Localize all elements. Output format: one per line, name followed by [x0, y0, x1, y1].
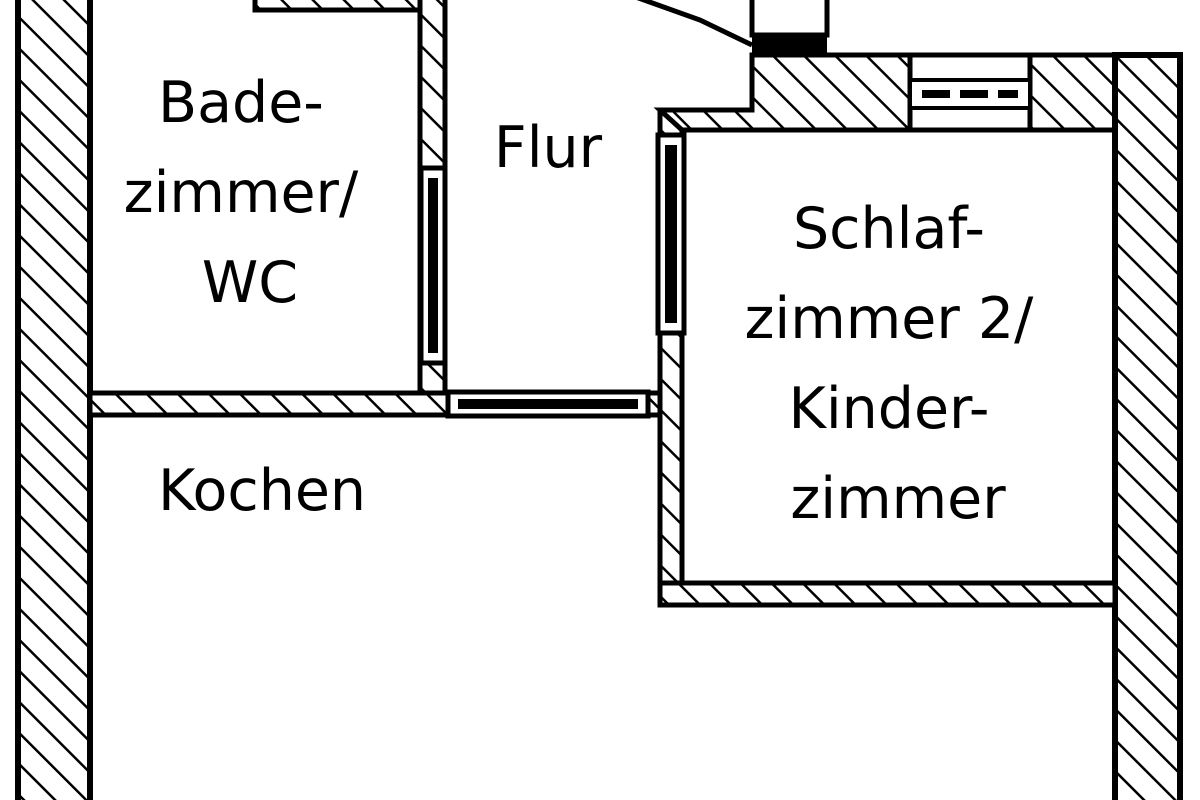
room-label-line: WC: [202, 250, 298, 316]
room-label-line: Bade-: [158, 70, 324, 136]
room-label-line: zimmer 2/: [744, 286, 1034, 352]
entrance-door-swing: [636, 0, 754, 48]
room-label-line: Flur: [494, 115, 603, 181]
room-label-line: zimmer/: [124, 160, 359, 226]
room-label-line: Kinder-: [788, 376, 989, 442]
door-bedroom: [655, 132, 687, 336]
room-label-line: Kochen: [158, 458, 366, 524]
door-kitchen: [445, 389, 651, 419]
entrance-door-threshold: [752, 35, 827, 53]
room-label-bathroom: Bade- zimmer/ WC: [124, 70, 377, 316]
exterior-wall-left: [15, 0, 93, 800]
wall-entrance-post: [749, 0, 830, 38]
window-bedroom: [907, 52, 1033, 133]
door-bathroom: [418, 165, 448, 366]
exterior-wall-right: [1112, 52, 1183, 800]
wall-top-bathroom: [252, 0, 443, 13]
room-label-kitchen: Kochen: [158, 458, 366, 524]
wall-bedroom-bottom: [657, 580, 1118, 608]
room-label-bedroom: Schlaf- zimmer 2/ Kinder- zimmer: [744, 196, 1051, 532]
room-label-hallway: Flur: [494, 115, 603, 181]
room-label-line: zimmer: [790, 466, 1006, 532]
room-label-line: Schlaf-: [793, 196, 985, 262]
